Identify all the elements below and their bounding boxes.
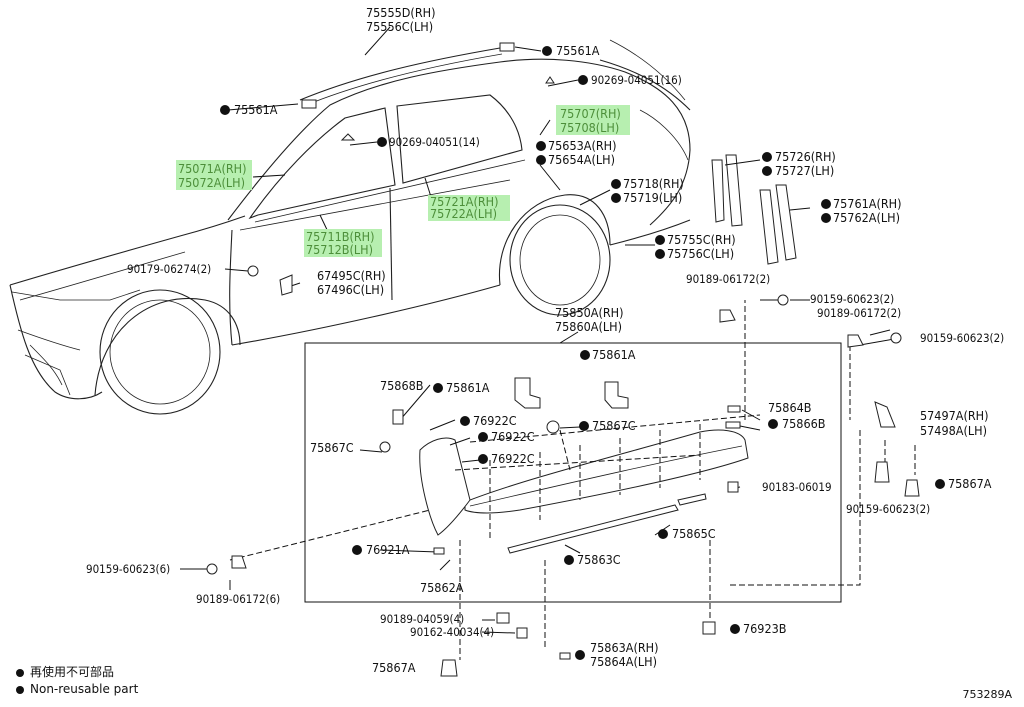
label-75860a: 75860A(LH)	[555, 319, 622, 334]
label-75864a: 75864A(LH)	[590, 654, 657, 669]
label-75555d: 75555D(RH)	[366, 5, 435, 20]
label-75722a: 75722A(LH)	[430, 206, 497, 221]
label-90189-06172-a: 90189-06172(2)	[686, 272, 770, 286]
label-76922c-c: 76922C	[491, 451, 535, 466]
label-75726: 75726(RH)	[775, 149, 836, 164]
fastener-glyphs	[206, 42, 920, 677]
label-75727: 75727(LH)	[775, 163, 834, 178]
label-75707: 75707(RH)	[560, 106, 621, 121]
label-90162-40034: 90162-40034(4)	[410, 625, 494, 639]
label-75718: 75718(RH)	[623, 176, 684, 191]
label-67496c: 67496C(LH)	[317, 282, 384, 297]
legend-row-jp: 再使用不可部品	[16, 664, 138, 681]
label-75561a-left: 75561A	[234, 102, 278, 117]
label-90183-06019: 90183-06019	[762, 480, 832, 494]
label-75654a: 75654A(LH)	[548, 152, 615, 167]
label-75868b: 75868B	[380, 378, 423, 393]
label-90159-60623-b: 90159-60623(2)	[920, 331, 1004, 345]
rocker-moulding	[419, 429, 749, 554]
highlight-boxes	[176, 105, 630, 257]
bullet-icon	[16, 685, 24, 694]
label-75861a-b: 75861A	[446, 380, 490, 395]
legend-text-jp: 再使用不可部品	[30, 665, 115, 679]
legend: 再使用不可部品 Non-reusable part	[16, 664, 138, 698]
label-90269-14: 90269-04051(14)	[389, 135, 480, 149]
non-reusable-markers	[220, 46, 945, 660]
label-90159-60623-c: 90159-60623(2)	[846, 502, 930, 516]
label-90179-06274: 90179-06274(2)	[127, 262, 211, 276]
label-75867a-right: 75867A	[948, 476, 992, 491]
label-75755c: 75755C(RH)	[667, 232, 736, 247]
rocker-detail-box	[304, 342, 842, 603]
label-90189-06172-b: 90189-06172(2)	[817, 306, 901, 320]
label-75556c: 75556C(LH)	[366, 19, 433, 34]
label-75863a: 75863A(RH)	[590, 640, 659, 655]
car-body	[9, 39, 691, 415]
legend-row-en: Non-reusable part	[16, 681, 138, 698]
label-75865c: 75865C	[672, 526, 716, 541]
assembly-dashes	[229, 300, 916, 660]
label-90159-60623-d: 90159-60623(6)	[86, 562, 170, 576]
label-76922c-a: 76922C	[473, 413, 517, 428]
label-75712b: 75712B(LH)	[306, 242, 373, 257]
label-90159-60623-a: 90159-60623(2)	[810, 292, 894, 306]
label-75756c: 75756C(LH)	[667, 246, 734, 261]
legend-text-en: Non-reusable part	[30, 682, 139, 696]
label-75863c: 75863C	[577, 552, 621, 567]
label-90189-04059: 90189-04059(4)	[380, 612, 464, 626]
label-67495c: 67495C(RH)	[317, 268, 386, 283]
label-75861a-a: 75861A	[592, 347, 636, 362]
label-75711b: 75711B(RH)	[306, 229, 375, 244]
label-90269-16: 90269-04051(16)	[591, 73, 682, 87]
label-76921a: 76921A	[366, 542, 410, 557]
part-labels: 75555D(RH) 75556C(LH) 75561A 90269-04051…	[86, 5, 1004, 675]
label-75708: 75708(LH)	[560, 120, 619, 135]
label-75862a: 75862A	[420, 580, 464, 595]
label-76923b: 76923B	[743, 621, 786, 636]
label-75867c-a: 75867C	[592, 418, 636, 433]
label-57498a: 57498A(LH)	[920, 423, 987, 438]
label-75072a: 75072A(LH)	[178, 175, 245, 190]
document-reference: 753289A	[962, 688, 1012, 701]
label-75762a: 75762A(LH)	[833, 210, 900, 225]
pillar-garnishes	[711, 154, 797, 265]
label-75653a: 75653A(RH)	[548, 138, 617, 153]
bullet-icon	[16, 668, 24, 677]
label-75071a: 75071A(RH)	[178, 161, 247, 176]
label-75719: 75719(LH)	[623, 190, 682, 205]
label-75761a: 75761A(RH)	[833, 196, 902, 211]
label-75867a-bottom: 75867A	[372, 660, 416, 675]
label-75850a: 75850A(RH)	[555, 305, 624, 320]
label-90189-06172-c: 90189-06172(6)	[196, 592, 280, 606]
label-75721a: 75721A(RH)	[430, 194, 499, 209]
label-57497a: 57497A(RH)	[920, 408, 989, 423]
label-75561a-top: 75561A	[556, 43, 600, 58]
label-75864b: 75864B	[768, 400, 811, 415]
label-76922c-b: 76922C	[491, 429, 535, 444]
label-75867c-b: 75867C	[310, 440, 354, 455]
label-75866b: 75866B	[782, 416, 825, 431]
